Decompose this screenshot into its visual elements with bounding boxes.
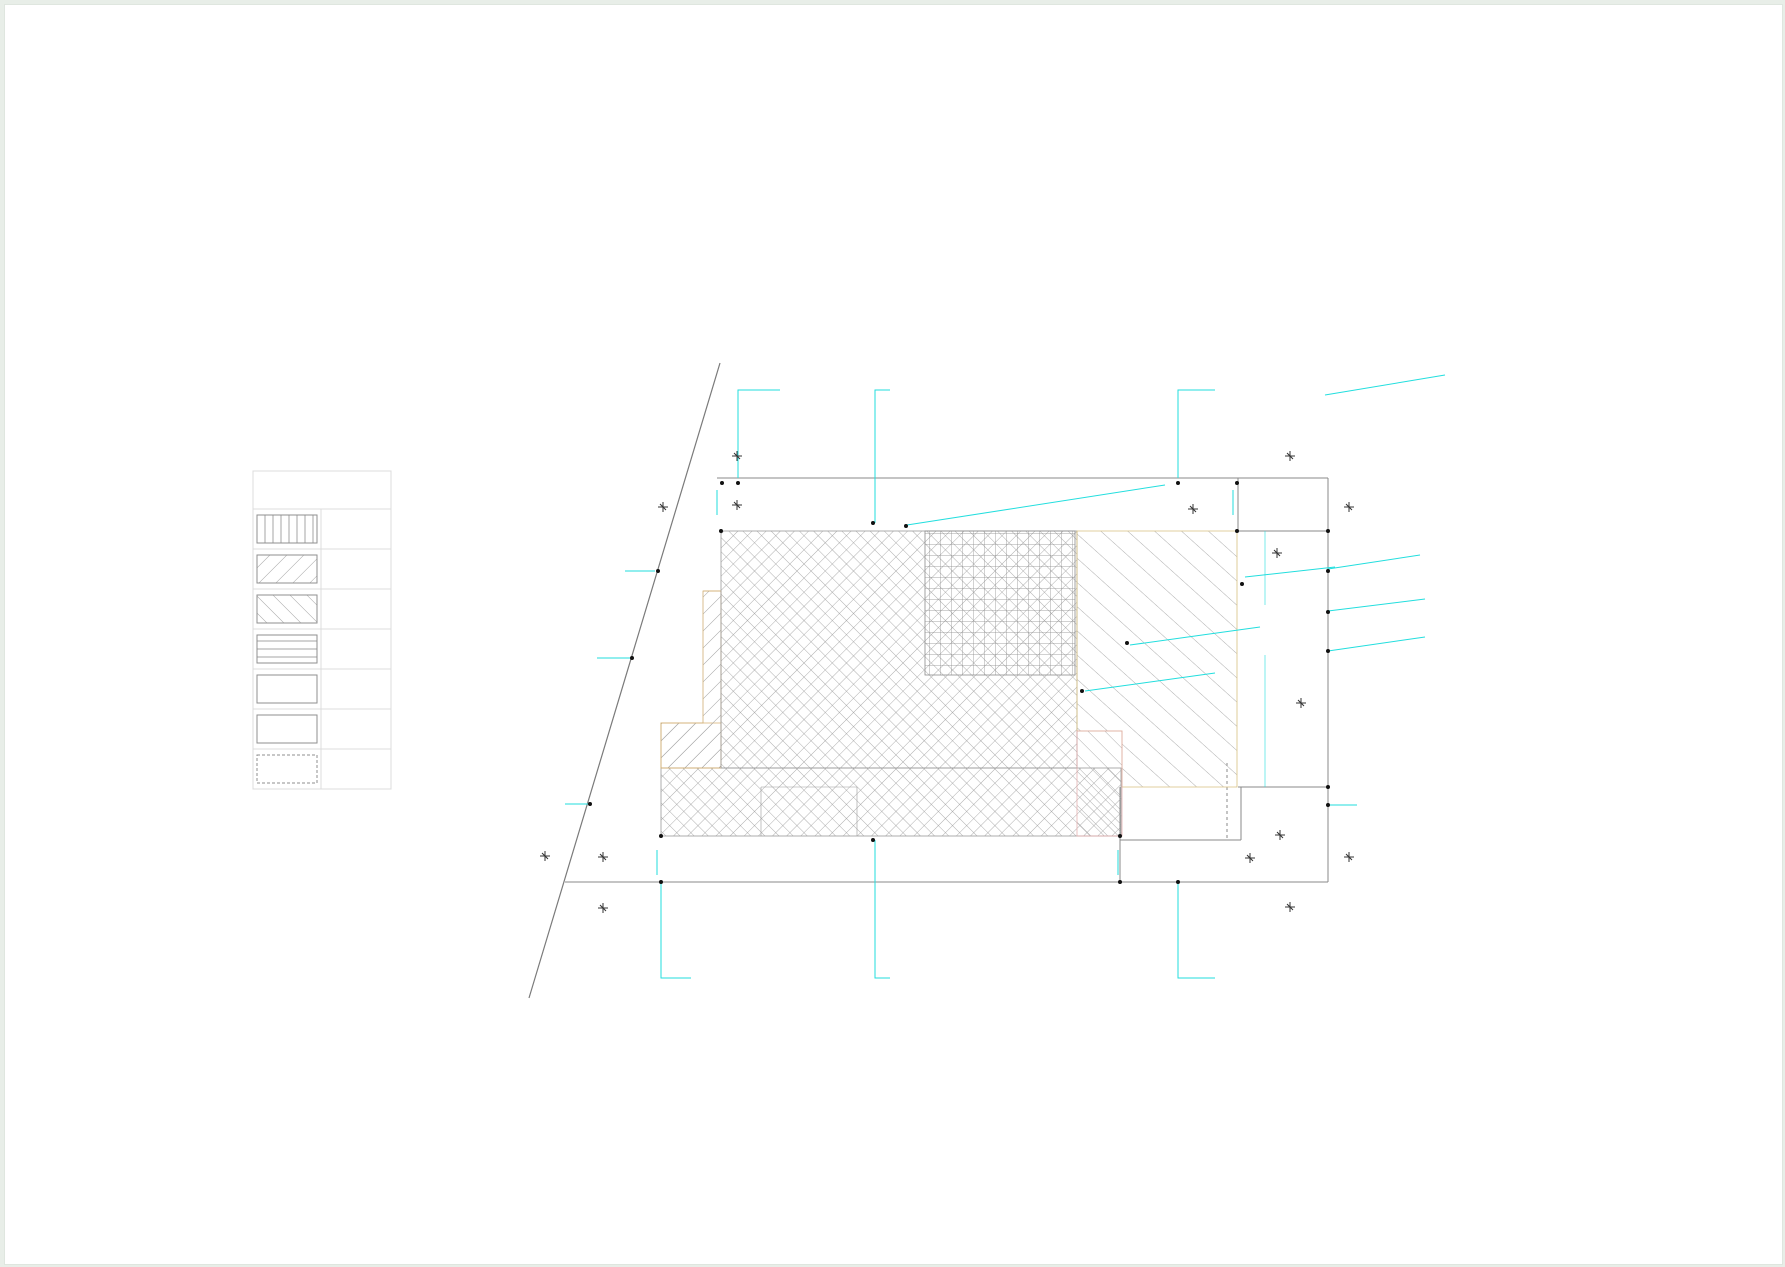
level-marker-icon bbox=[1188, 504, 1198, 514]
level-marker-icon bbox=[732, 500, 742, 510]
legend-swatch bbox=[256, 634, 318, 664]
road-edge-line bbox=[528, 362, 721, 999]
level-marker-icon bbox=[1296, 698, 1306, 708]
legend-frame bbox=[252, 470, 392, 790]
legend-table bbox=[252, 470, 392, 790]
legend-swatch bbox=[256, 714, 318, 744]
level-marker-icon bbox=[732, 451, 742, 461]
level-marker-icon bbox=[1344, 502, 1354, 512]
level-marker-icon bbox=[598, 852, 608, 862]
legend-swatch bbox=[256, 754, 318, 784]
drawing-sheet bbox=[4, 4, 1783, 1265]
legend-swatch bbox=[256, 554, 318, 584]
level-marker-icon bbox=[1272, 548, 1282, 558]
level-marker-icon bbox=[1245, 853, 1255, 863]
level-markers bbox=[540, 451, 1354, 913]
legend-swatch bbox=[256, 514, 318, 544]
legend-swatch bbox=[256, 594, 318, 624]
level-marker-icon bbox=[1285, 902, 1295, 912]
level-marker-icon bbox=[540, 851, 550, 861]
site-plan-drawing bbox=[252, 362, 1446, 999]
node-dots bbox=[588, 481, 1330, 884]
level-marker-icon bbox=[1344, 852, 1354, 862]
level-marker-icon bbox=[1275, 830, 1285, 840]
legend-swatch bbox=[256, 674, 318, 704]
building-footprint bbox=[660, 530, 1238, 837]
level-marker-icon bbox=[658, 502, 668, 512]
leader-lines bbox=[565, 374, 1446, 979]
level-marker-icon bbox=[1285, 451, 1295, 461]
level-marker-icon bbox=[598, 903, 608, 913]
